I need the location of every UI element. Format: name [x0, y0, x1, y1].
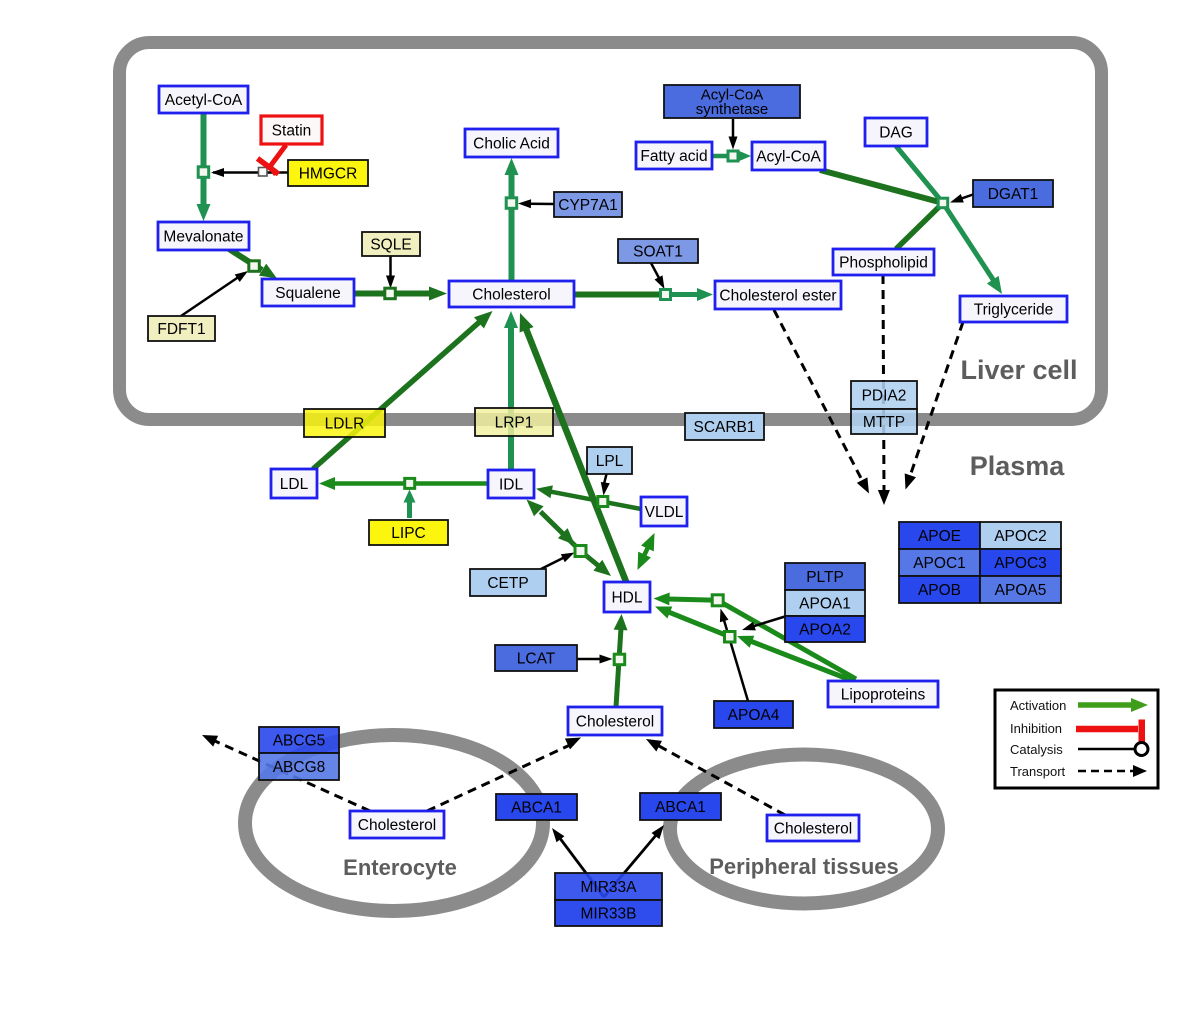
svg-text:SCARB1: SCARB1: [693, 419, 755, 436]
svg-text:Triglyceride: Triglyceride: [974, 301, 1054, 318]
svg-text:DAG: DAG: [879, 124, 913, 141]
svg-text:APOC2: APOC2: [994, 528, 1047, 545]
svg-text:APOA1: APOA1: [799, 595, 851, 612]
svg-text:MIR33B: MIR33B: [581, 905, 637, 922]
svg-text:LCAT: LCAT: [517, 650, 556, 667]
svg-text:MIR33A: MIR33A: [581, 879, 638, 896]
svg-text:Statin: Statin: [272, 122, 312, 139]
svg-text:SQLE: SQLE: [370, 236, 411, 253]
svg-text:Enterocyte: Enterocyte: [343, 855, 457, 880]
svg-text:Transport: Transport: [1010, 764, 1066, 779]
svg-text:Lipoproteins: Lipoproteins: [841, 686, 926, 703]
svg-text:Squalene: Squalene: [275, 285, 341, 302]
svg-text:Cholic Acid: Cholic Acid: [473, 135, 550, 152]
svg-text:ABCA1: ABCA1: [511, 799, 562, 816]
svg-text:PLTP: PLTP: [806, 569, 844, 586]
svg-text:IDL: IDL: [499, 476, 524, 493]
svg-text:VLDL: VLDL: [645, 504, 684, 521]
svg-text:LDL: LDL: [280, 476, 309, 493]
svg-text:Cholesterol: Cholesterol: [774, 820, 852, 837]
svg-text:Activation: Activation: [1010, 698, 1066, 713]
svg-text:APOC3: APOC3: [994, 555, 1047, 572]
svg-text:APOB: APOB: [918, 582, 961, 599]
svg-text:Phospholipid: Phospholipid: [839, 254, 928, 271]
svg-text:Cholesterol: Cholesterol: [576, 713, 654, 730]
svg-text:Cholesterol: Cholesterol: [472, 286, 550, 303]
svg-text:LRP1: LRP1: [495, 414, 534, 431]
svg-text:synthetase: synthetase: [696, 101, 769, 118]
svg-text:ABCG5: ABCG5: [273, 732, 326, 749]
svg-text:DGAT1: DGAT1: [988, 186, 1039, 203]
svg-text:Liver cell: Liver cell: [960, 355, 1077, 385]
svg-text:PDIA2: PDIA2: [862, 387, 907, 404]
svg-text:Cholesterol ester: Cholesterol ester: [719, 287, 836, 304]
svg-text:APOC1: APOC1: [913, 555, 966, 572]
svg-text:Plasma: Plasma: [970, 451, 1066, 481]
svg-text:ABCG8: ABCG8: [273, 759, 326, 776]
svg-text:Acetyl-CoA: Acetyl-CoA: [165, 92, 243, 109]
svg-text:Peripheral tissues: Peripheral tissues: [709, 854, 899, 879]
svg-text:Catalysis: Catalysis: [1010, 742, 1063, 757]
svg-text:HMGCR: HMGCR: [299, 165, 358, 182]
svg-text:APOE: APOE: [918, 528, 961, 545]
svg-text:HDL: HDL: [611, 589, 642, 606]
svg-text:Cholesterol: Cholesterol: [358, 817, 436, 834]
svg-text:CETP: CETP: [487, 575, 528, 592]
svg-text:ABCA1: ABCA1: [655, 799, 706, 816]
svg-text:FDFT1: FDFT1: [157, 321, 205, 338]
svg-text:LPL: LPL: [596, 453, 624, 470]
svg-text:Fatty acid: Fatty acid: [640, 148, 707, 165]
svg-text:LIPC: LIPC: [391, 525, 425, 542]
svg-text:APOA2: APOA2: [799, 621, 851, 638]
svg-text:Inhibition: Inhibition: [1010, 721, 1062, 736]
svg-text:Mevalonate: Mevalonate: [163, 228, 243, 245]
svg-text:APOA5: APOA5: [995, 582, 1047, 599]
svg-text:MTTP: MTTP: [863, 414, 905, 431]
svg-text:CYP7A1: CYP7A1: [558, 197, 617, 214]
svg-text:Acyl-CoA: Acyl-CoA: [756, 148, 821, 165]
svg-text:APOA4: APOA4: [728, 707, 780, 724]
svg-text:LDLR: LDLR: [325, 415, 365, 432]
svg-text:SOAT1: SOAT1: [633, 243, 683, 260]
